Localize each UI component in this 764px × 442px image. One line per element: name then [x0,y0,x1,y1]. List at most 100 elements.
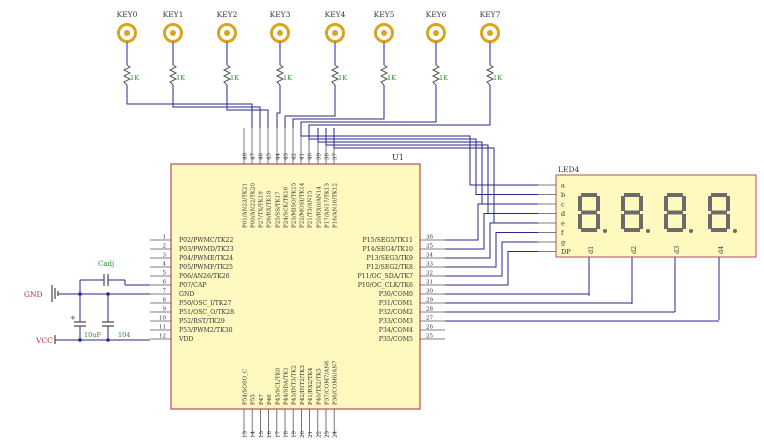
left-pin-label: P50/OSC_I/TK27 [179,300,231,307]
bottom-pin-label: P54/SOSO_C [243,369,249,405]
led-digit-label: d1 [587,246,595,254]
segment-wire [308,128,538,195]
segment-drive-wire [445,203,538,241]
bottom-pin-label: P47 [259,394,265,405]
wires-group [300,128,719,322]
led-digit-3: d4 [708,193,737,320]
right-pin-number: 36 [426,235,433,241]
led-segment-label: g [561,239,565,247]
led-digit-2: d3 [664,193,693,312]
key-button-center-icon [124,30,130,36]
top-pin-label: P27/TX/TK19 [259,191,265,228]
segment-dp-icon [603,229,607,233]
segment-b-icon [639,196,643,211]
key-label: KEY4 [325,10,346,19]
bottom-pin-number: 21 [308,431,314,438]
segment-a-icon [624,193,640,197]
key-to-chip-wire [226,85,269,128]
bottom-pin-label: P44/SDA/TK1 [284,367,290,405]
top-pin-label: P16/AN16/TK12 [333,183,339,228]
led-segment-label: d [561,210,565,218]
resistor-icon [222,64,232,86]
top-pin-number: 48 [243,153,249,160]
key-to-chip-wire [284,85,336,128]
segment-dp-icon [646,229,650,233]
right-pin-number: 29 [426,298,433,304]
top-pin-label: P23/MISO/TK15 [292,182,298,228]
bottom-pin-label: P55 [251,394,257,405]
left-pin-number: 10 [159,316,166,322]
resistor-label: 1K [230,74,239,82]
right-pin-label: P11/OC_SDA/TK7 [358,273,414,280]
resistor-label: 1K [493,74,502,82]
junction-dot [78,292,82,296]
top-pin-number: 42 [292,153,298,160]
right-pin-label: P34/COM4 [379,327,413,334]
resistor-icon [379,64,389,86]
segment-wire [300,128,538,186]
bottom-pin-number: 17 [275,431,281,438]
led-display-name: LED4 [558,165,579,174]
top-pin-label: P17/AN17/TK13 [325,183,331,228]
key-label: KEY3 [270,10,291,19]
bottom-pin-number: 18 [284,431,290,438]
key-to-chip-wire [292,85,385,128]
segment-e-icon [708,214,712,229]
segment-g-icon [711,210,727,215]
left-pin-label: P53/PWM2/TK30 [179,327,233,334]
junction-dot [78,338,82,342]
segment-d-icon [624,228,640,232]
top-pin-number: 43 [284,153,290,160]
resistor-label: 1K [439,74,448,82]
right-pin-label: P33/COM3 [379,318,413,325]
right-pin-label: P35/COM5 [379,336,413,343]
resistor-icon [275,64,285,86]
segment-e-icon [664,214,668,229]
segment-b-icon [596,196,600,211]
bottom-pin-label: P43/INT3/TK2 [292,365,298,405]
left-pin-label: VDD [178,336,193,343]
segment-dp-icon [733,229,737,233]
top-pin-number: 47 [251,153,257,160]
left-pin-number: 7 [163,289,167,295]
left-pin-label: GND [179,291,194,298]
led-segment-label: DP [561,248,571,256]
segment-a-icon [581,193,597,197]
top-pin-number: 37 [333,153,339,160]
top-pin-label: P22/MOSI/TK14 [300,182,306,228]
key-to-chip-wire [276,85,281,128]
bottom-pin-label: P40/TX2/TK5 [316,368,322,405]
power-section: GND VCC Cadj + 10uF 104 [24,260,150,345]
right-pin-label: P12/SEG2/TK8 [366,264,413,271]
cap-104-label: 104 [118,331,130,339]
left-pin-label: P02/PWMC/TK22 [179,237,233,244]
bottom-pin-label: P46 [267,394,273,405]
cap-10uf-label: 10uF [84,331,101,339]
right-pin-number: 28 [426,307,433,313]
segment-drive-wire [445,241,538,277]
segment-c-icon [639,214,643,229]
chip-bottom-pins: 13P54/SOSO_C14P5515P4716P4617P45/SCL/TK0… [243,360,339,438]
junction-dot [106,338,110,342]
vcc-label: VCC [35,336,53,345]
segment-a-icon [667,193,683,197]
left-pin-label: P52/RST/TK29 [179,318,225,325]
left-pin-number: 4 [163,262,167,268]
key-to-chip-wire [300,85,437,128]
keys-group: KEY01KKEY11KKEY21KKEY31KKEY41KKEY51KKEY6… [117,10,502,128]
chip-name: U1 [392,153,404,162]
left-pin-number: 5 [163,271,167,277]
segment-c-icon [596,214,600,229]
top-pin-number: 39 [317,153,323,160]
cap-10uf-polarity-icon: + [70,314,76,322]
left-pin-label: P05/PWMF/TK25 [179,264,233,271]
junction-dot [106,292,110,296]
segment-b-icon [682,196,686,211]
bottom-pin-label: P37/COM7/AN6 [325,360,331,405]
